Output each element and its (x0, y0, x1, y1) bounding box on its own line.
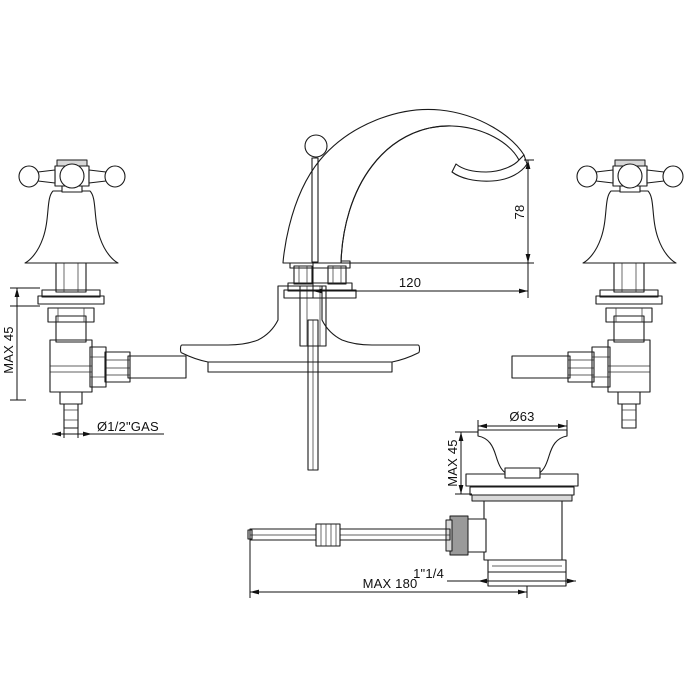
dimension-spout-height: 78 (341, 159, 534, 264)
dimension-label-handle-max-depth: MAX 45 (1, 326, 16, 373)
left-bell-shroud (24, 190, 119, 264)
spout-shank (299, 285, 327, 347)
dimension-spout-reach: 120 (312, 263, 529, 298)
center-spout-assembly (282, 108, 528, 471)
right-bell-shroud (582, 190, 677, 264)
dimension-drain-max-depth: MAX 45 (445, 431, 478, 495)
dimension-label-drain-diameter: Ø63 (509, 409, 534, 424)
left-supply-hose (89, 346, 187, 388)
right-cross-handle[interactable] (576, 159, 684, 193)
waste-assembly (247, 429, 579, 587)
dimension-drain-thread: 1"1/4 (413, 566, 576, 586)
dimension-label-rod-max-length: MAX 180 (363, 576, 418, 591)
dimension-handle-max-depth: MAX 45 (1, 287, 40, 401)
waste-pull-rod[interactable] (247, 523, 451, 547)
dimension-label-spout-height: 78 (512, 205, 527, 220)
right-supply-hose (511, 346, 611, 388)
dimension-label-drain-thread: 1"1/4 (413, 566, 444, 581)
dimension-inlet-thread: Ø1/2"GAS (52, 419, 164, 438)
dimension-drain-diameter: Ø63 (477, 409, 568, 434)
left-cross-handle[interactable] (18, 159, 126, 193)
countertop-section (179, 285, 421, 373)
right-valve-body (607, 339, 651, 429)
spout-lift-rod-lower (307, 319, 319, 471)
dimension-label-spout-reach: 120 (399, 275, 421, 290)
spout-body (282, 108, 528, 264)
dimension-label-inlet-thread: Ø1/2"GAS (97, 419, 159, 434)
spout-lift-rod-upper[interactable] (304, 134, 328, 263)
dimension-rod-max-length: MAX 180 (249, 540, 528, 598)
dimension-label-drain-max-depth: MAX 45 (445, 439, 460, 486)
right-handle-assembly (511, 159, 684, 429)
waste-flange (465, 429, 579, 502)
waste-lever-housing (445, 515, 487, 556)
